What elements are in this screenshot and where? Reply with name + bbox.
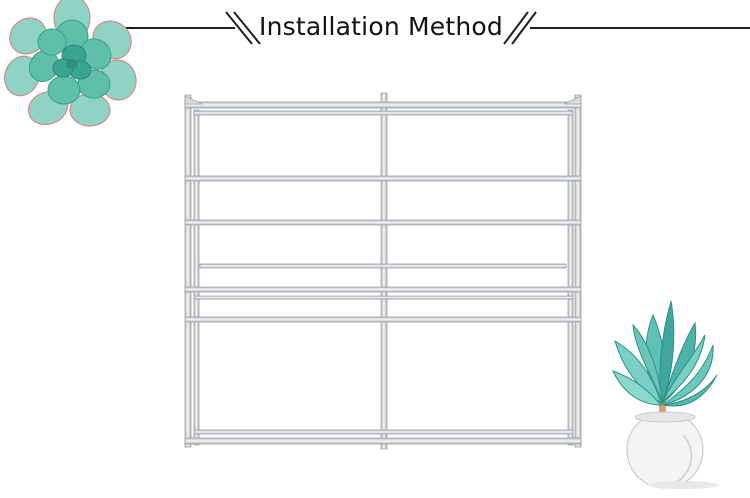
page-title: Installation Method (259, 12, 503, 41)
header-rule-right (530, 27, 750, 29)
potted-succulent-icon (612, 300, 719, 489)
header-slash-left (225, 11, 261, 45)
header-rule-left (120, 27, 235, 29)
header-slash-right (503, 11, 537, 45)
shoe-rack-frame-icon (184, 92, 582, 450)
succulent-rosette-icon (4, 0, 137, 127)
